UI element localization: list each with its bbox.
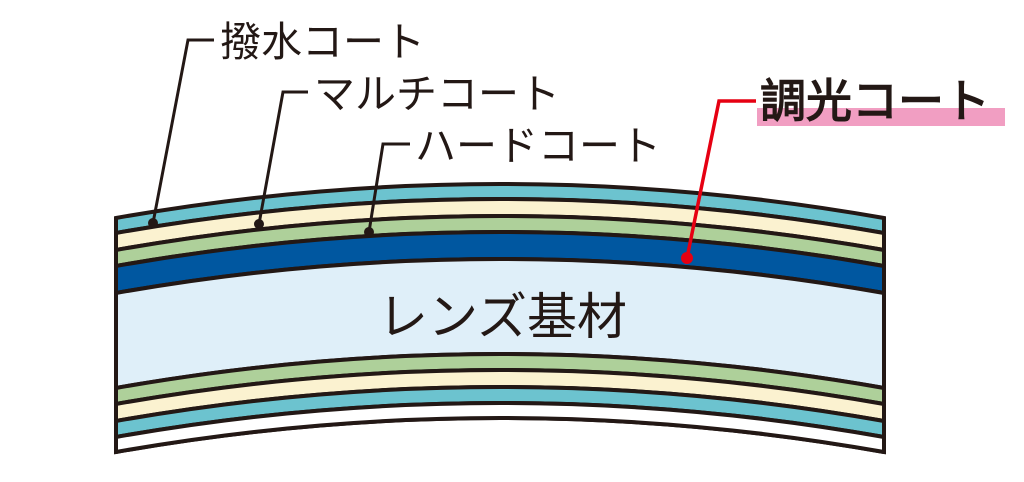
leader-hard-coat <box>364 142 410 237</box>
label-hard-coat: ハードコート <box>415 122 661 170</box>
label-photochromic: 調光コート <box>760 74 990 128</box>
label-multi-coat: マルチコート <box>314 70 560 118</box>
photochromic-highlight-band <box>757 108 1005 126</box>
leader-photochromic <box>681 99 1005 264</box>
leader-multi-coat <box>254 90 308 229</box>
label-lens-substrate: レンズ基材 <box>378 288 627 346</box>
leader-water-repellent <box>148 38 214 228</box>
label-water-repellent: 撥水コート <box>220 18 425 66</box>
bottom-fill <box>114 401 886 455</box>
